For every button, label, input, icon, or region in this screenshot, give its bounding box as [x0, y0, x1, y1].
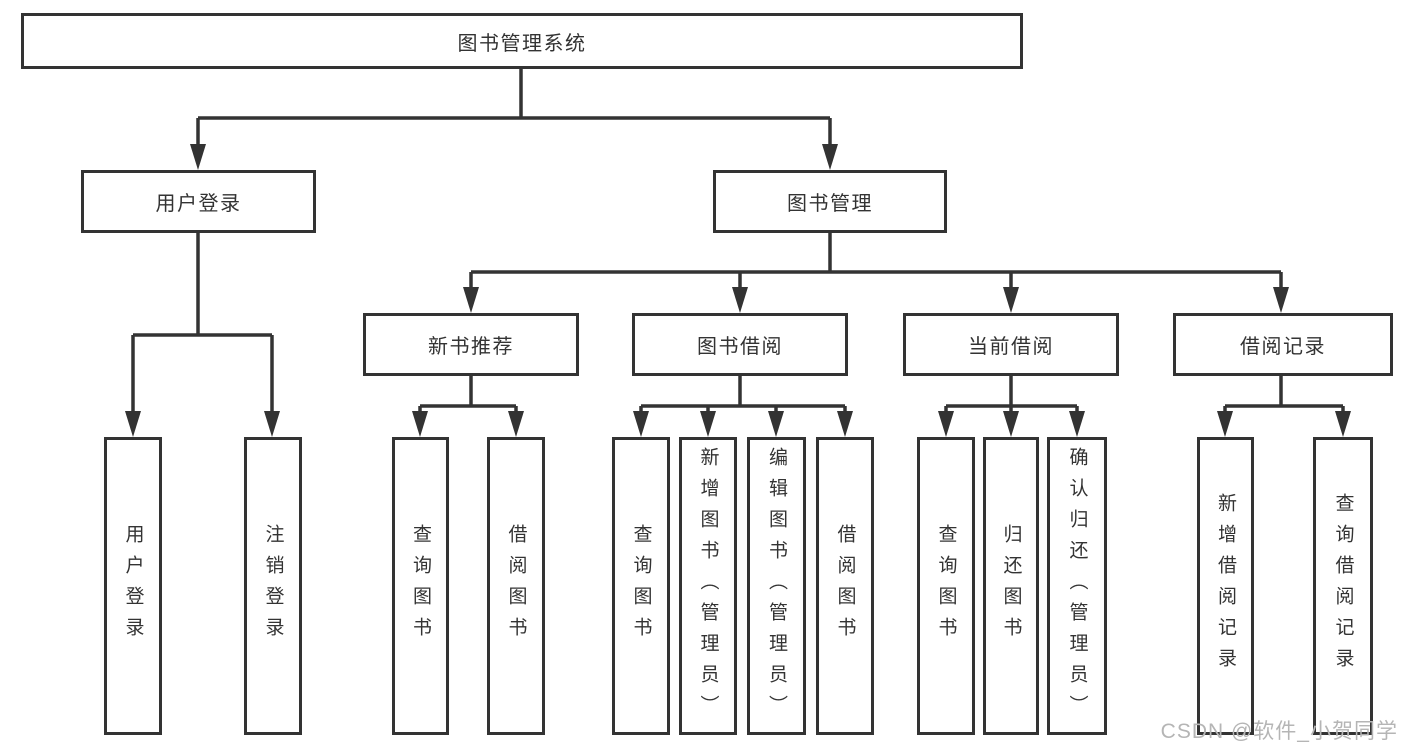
- leaf-logout-login: 注销登录: [244, 437, 302, 735]
- arrowhead-icon: [1003, 411, 1019, 437]
- node-label: 用户登录: [155, 193, 242, 215]
- node-label: 图书管理: [787, 193, 873, 215]
- leaf-borrow-book: 借阅图书: [816, 437, 874, 735]
- node-label: 图书借阅: [697, 336, 783, 358]
- node-label: 当前借阅: [968, 336, 1054, 358]
- csdn-watermark: CSDN @软件_小贺同学: [1160, 720, 1398, 743]
- node-label: 借阅图书: [505, 524, 527, 648]
- leaf-edit-book-admin: 编辑图书（管理员）: [747, 437, 806, 735]
- leaf-query-book-current: 查询图书: [917, 437, 975, 735]
- node-label: 注销登录: [262, 524, 284, 648]
- arrowhead-icon: [822, 144, 838, 170]
- arrowhead-icon: [633, 411, 649, 437]
- node-label: 归还图书: [1000, 524, 1022, 648]
- arrowhead-icon: [700, 411, 716, 437]
- node-label: 查询图书: [935, 524, 957, 648]
- leaf-add-borrow-record: 新增借阅记录: [1197, 437, 1254, 735]
- arrowhead-icon: [768, 411, 784, 437]
- node-label: 借阅图书: [834, 524, 856, 648]
- node-label: 新增图书（管理员）: [697, 446, 719, 726]
- node-label: 新增借阅记录: [1215, 493, 1236, 679]
- arrowhead-icon: [1335, 411, 1351, 437]
- leaf-confirm-return-admin: 确认归还（管理员）: [1047, 437, 1107, 735]
- arrowhead-icon: [264, 411, 280, 437]
- node-label: 编辑图书（管理员）: [766, 446, 787, 726]
- node-label: 新书推荐: [428, 336, 514, 358]
- node-book-borrow: 图书借阅: [632, 313, 848, 376]
- leaf-query-borrow-record: 查询借阅记录: [1313, 437, 1373, 735]
- arrowhead-icon: [837, 411, 853, 437]
- arrowhead-icon: [1217, 411, 1233, 437]
- arrowhead-icon: [125, 411, 141, 437]
- arrowhead-icon: [732, 287, 748, 313]
- leaf-query-book-recommend: 查询图书: [392, 437, 449, 735]
- leaf-query-book-borrow: 查询图书: [612, 437, 670, 735]
- node-borrow-records: 借阅记录: [1173, 313, 1393, 376]
- arrowhead-icon: [508, 411, 524, 437]
- arrowhead-icon: [1069, 411, 1085, 437]
- node-label: 图书管理系统: [457, 32, 587, 55]
- node-user-login: 用户登录: [81, 170, 316, 233]
- arrowhead-icon: [1273, 287, 1289, 313]
- node-label: 查询借阅记录: [1332, 493, 1354, 679]
- leaf-return-book: 归还图书: [983, 437, 1039, 735]
- node-label: 用户登录: [122, 524, 144, 648]
- arrowhead-icon: [1003, 287, 1019, 313]
- node-label: 查询图书: [630, 524, 652, 648]
- node-label: 查询图书: [410, 524, 431, 648]
- node-book-management: 图书管理: [713, 170, 947, 233]
- arrowhead-icon: [938, 411, 954, 437]
- node-label: 借阅记录: [1240, 336, 1326, 358]
- node-new-book-recommend: 新书推荐: [363, 313, 579, 376]
- node-current-borrow: 当前借阅: [903, 313, 1119, 376]
- leaf-borrow-book-recommend: 借阅图书: [487, 437, 545, 735]
- arrowhead-icon: [412, 411, 428, 437]
- node-library-management-system: 图书管理系统: [21, 13, 1023, 69]
- leaf-user-login: 用户登录: [104, 437, 162, 735]
- leaf-add-book-admin: 新增图书（管理员）: [679, 437, 737, 735]
- arrowhead-icon: [190, 144, 206, 170]
- arrowhead-icon: [463, 287, 479, 313]
- node-label: 确认归还（管理员）: [1066, 446, 1088, 726]
